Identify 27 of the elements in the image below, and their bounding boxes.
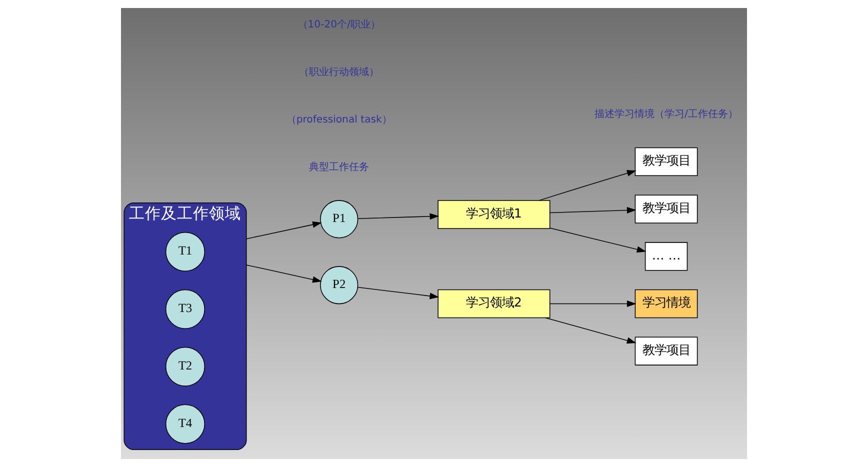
- arrow: [246, 221, 322, 240]
- arrow: [550, 228, 646, 253]
- label: （职业行动领域）: [299, 67, 380, 78]
- arrow: [544, 317, 636, 344]
- node-box: … …: [644, 242, 688, 271]
- label: 典型工作任务: [309, 162, 370, 173]
- node-box: 教学项目: [634, 336, 698, 366]
- node-box: 学习情境: [634, 289, 698, 318]
- arrow: [357, 286, 440, 300]
- arrow: [550, 300, 636, 307]
- arrow: [357, 213, 440, 220]
- label: （professional task）: [286, 114, 392, 126]
- node-circle: T2: [165, 346, 206, 386]
- node-box: 学习领域1: [438, 200, 550, 229]
- node-circle: T1: [165, 232, 206, 272]
- node-box: 教学项目: [634, 147, 698, 176]
- label: 描述学习情境（学习/工作任务）: [594, 108, 738, 120]
- node-circle: T4: [165, 404, 206, 444]
- arrow: [550, 207, 636, 214]
- node-box: 学习领域2: [438, 289, 550, 318]
- node-circle: P1: [320, 200, 358, 238]
- arrow: [246, 264, 322, 283]
- node-box: 教学项目: [634, 194, 698, 224]
- node-circle: P2: [320, 266, 358, 304]
- label: （10-20个/职业）: [298, 20, 380, 31]
- arrow: [538, 170, 636, 201]
- node-circle: T3: [165, 289, 206, 329]
